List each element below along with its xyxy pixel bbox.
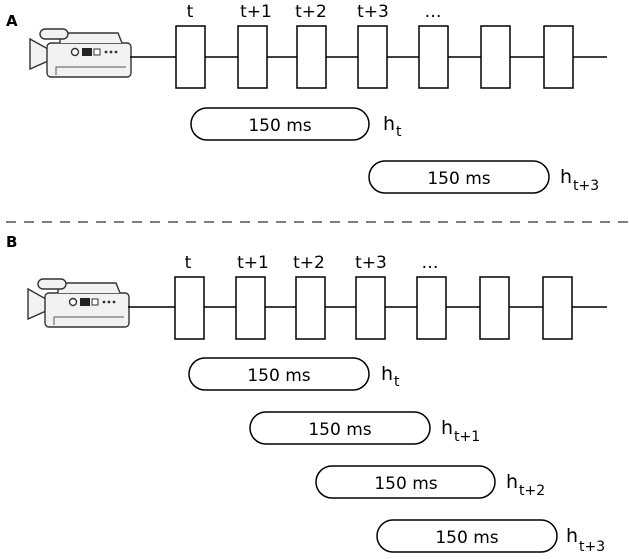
window-pill	[190, 107, 370, 141]
hidden-state-symbol: h	[441, 417, 453, 439]
frame	[357, 25, 388, 89]
frame-label: t	[187, 2, 194, 22]
window-duration: 150 ms	[374, 474, 437, 494]
hidden-state-subscript: t+3	[579, 539, 605, 555]
frame-label: …	[425, 2, 442, 22]
hidden-state-symbol: h	[506, 471, 518, 493]
hidden-state-symbol: h	[560, 166, 572, 188]
window-pill	[368, 160, 550, 194]
frame	[480, 25, 511, 89]
hidden-state-symbol: h	[381, 363, 393, 385]
frame-label: t+2	[293, 253, 325, 273]
frame	[237, 25, 268, 89]
panel-label: B	[6, 233, 17, 251]
window-pill	[249, 411, 431, 445]
window-pill	[376, 519, 558, 553]
frame-label: …	[422, 253, 439, 273]
frame	[418, 25, 449, 89]
frame	[174, 276, 205, 340]
frame	[543, 25, 574, 89]
frame	[296, 25, 327, 89]
frame	[479, 276, 510, 340]
panel-b: B t t+1 t+2 t+3 … 150 ms h t 150 ms h t+…	[6, 233, 607, 555]
hidden-state-symbol: h	[566, 525, 578, 547]
frame	[235, 276, 266, 340]
hidden-state-subscript: t+1	[454, 429, 480, 445]
panel-label: A	[6, 12, 18, 30]
window-duration: 150 ms	[308, 420, 371, 440]
frame-label: t+3	[355, 253, 387, 273]
window-duration: 150 ms	[248, 116, 311, 136]
window-duration: 150 ms	[435, 528, 498, 548]
hidden-state-subscript: t	[394, 374, 400, 390]
frame	[295, 276, 326, 340]
camera-icon	[29, 28, 132, 78]
camera-icon	[27, 278, 130, 328]
frame	[175, 25, 206, 89]
frame-label: t+1	[240, 2, 272, 22]
hidden-state-symbol: h	[383, 113, 395, 135]
frame	[355, 276, 386, 340]
frame-label: t+1	[237, 253, 269, 273]
window-duration: 150 ms	[427, 169, 490, 189]
frame	[416, 276, 447, 340]
hidden-state-subscript: t	[396, 124, 402, 140]
window-duration: 150 ms	[247, 366, 310, 386]
frame-label: t+3	[357, 2, 389, 22]
window-pill	[315, 465, 496, 499]
hidden-state-subscript: t+3	[573, 178, 599, 194]
window-pill	[188, 357, 370, 391]
frame-label: t	[185, 253, 192, 273]
hidden-state-subscript: t+2	[519, 483, 545, 499]
frame	[542, 276, 573, 340]
frame-label: t+2	[295, 2, 327, 22]
panel-a: A t t+1 t+2 t+3 … 150 ms h t 150 ms h t+…	[6, 2, 607, 194]
